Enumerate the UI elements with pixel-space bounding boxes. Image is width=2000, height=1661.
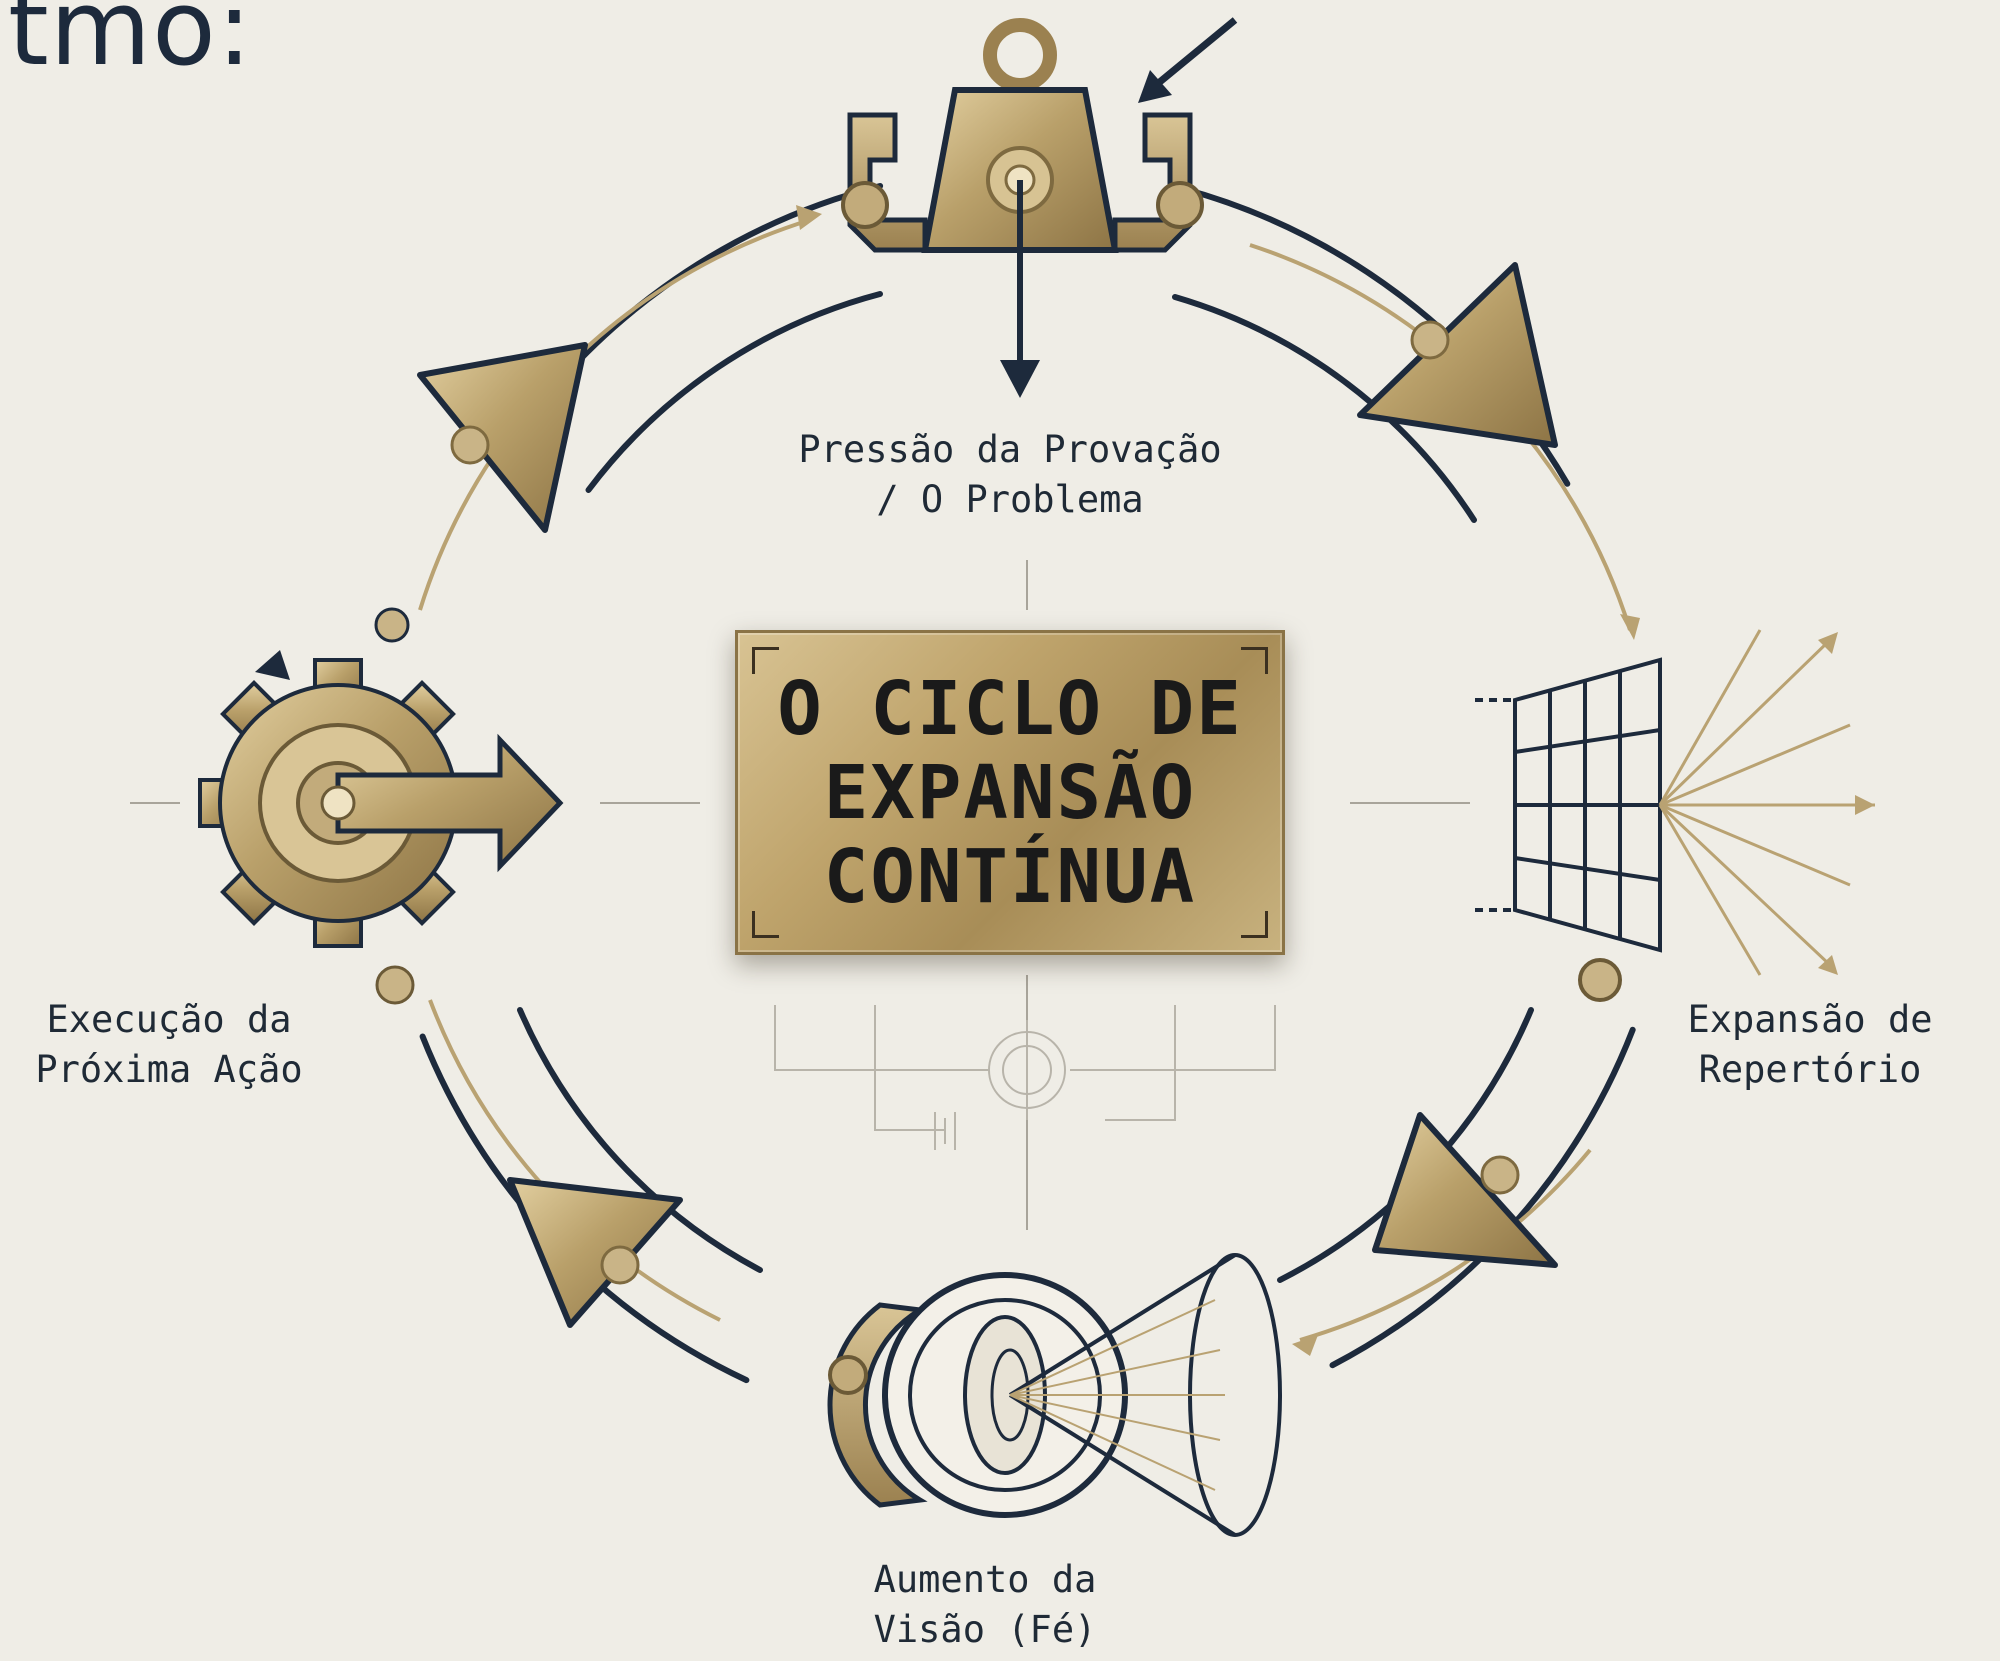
plate-corner bbox=[752, 911, 779, 938]
stage-label-expansion: Expansão de Repertório bbox=[1650, 995, 1970, 1095]
circuit-sketch bbox=[774, 1005, 1276, 1150]
ring-arrows bbox=[417, 262, 1558, 1328]
stage-label-line: Aumento da bbox=[873, 1558, 1097, 1601]
stage-label-line: Pressão da Provação bbox=[798, 428, 1222, 471]
lens-icon bbox=[827, 1253, 1282, 1537]
stage-label-line: Repertório bbox=[1698, 1048, 1922, 1091]
stage-label-line: Próxima Ação bbox=[35, 1048, 303, 1091]
center-title-plate: O CICLO DE EXPANSÃO CONTÍNUA bbox=[735, 630, 1285, 955]
center-title-line: CONTÍNUA bbox=[823, 833, 1197, 920]
plate-corner bbox=[752, 647, 779, 674]
stage-label-pressure: Pressão da Provação / O Problema bbox=[700, 425, 1320, 525]
stage-label-vision: Aumento da Visão (Fé) bbox=[820, 1555, 1150, 1655]
center-title-line: O CICLO DE bbox=[777, 665, 1243, 752]
stage-label-line: Expansão de bbox=[1687, 998, 1933, 1041]
partial-heading: tmo: bbox=[8, 0, 253, 89]
stage-label-line: Visão (Fé) bbox=[873, 1608, 1097, 1651]
weight-icon bbox=[841, 17, 1238, 398]
grid-icon bbox=[1475, 629, 1875, 1002]
arrow-upper-right bbox=[1357, 262, 1558, 448]
ring-joints bbox=[450, 320, 1520, 1285]
flow-arrowheads bbox=[796, 205, 1640, 1356]
arrow-lower-right bbox=[1372, 1112, 1558, 1268]
gear-icon bbox=[198, 607, 564, 1005]
stage-label-line: Execução da bbox=[46, 998, 292, 1041]
center-title-line: EXPANSÃO bbox=[823, 749, 1197, 836]
stage-label-execution: Execução da Próxima Ação bbox=[4, 995, 334, 1095]
stage-label-line: / O Problema bbox=[876, 478, 1144, 521]
arrow-lower-left bbox=[507, 1177, 683, 1328]
plate-corner bbox=[1241, 647, 1268, 674]
plate-corner bbox=[1241, 911, 1268, 938]
arrow-upper-left bbox=[417, 342, 588, 533]
